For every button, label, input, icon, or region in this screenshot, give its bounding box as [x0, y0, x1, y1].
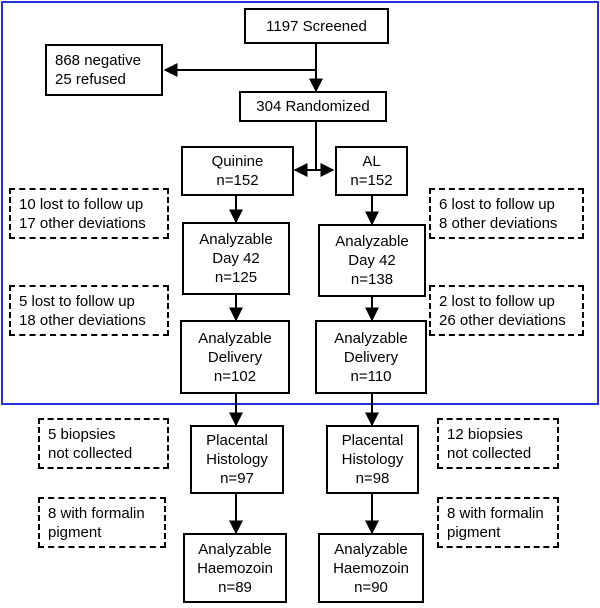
al-loss-1-line-2: 8 other deviations	[439, 214, 558, 232]
q-haemozoin-line-3: n=89	[218, 578, 252, 596]
al-haemozoin-line-2: Haemozoin	[333, 559, 409, 577]
excluded-line-2: 25 refused	[55, 71, 126, 88]
q-day42-line-2: Day 42	[212, 250, 260, 267]
q-loss-1-line-1: 10 lost to follow up	[19, 195, 144, 213]
q-histology-line-2: Histology	[206, 451, 268, 468]
screened-box: 1197 Screened	[244, 8, 389, 44]
al-day42-line-2: Day 42	[348, 252, 396, 269]
al-haemozoin-line-3: n=90	[354, 578, 388, 596]
al-box: AL n=152	[335, 146, 408, 196]
al-histology-line-2: Histology	[341, 451, 404, 468]
q-loss-1-line-2: 17 other deviations	[19, 214, 146, 232]
quinine-line-1: Quinine	[211, 153, 264, 170]
q-biopsy-line-2: not collected	[48, 444, 133, 462]
al-pigment-line-1: 8 with formalin	[447, 504, 544, 522]
al-delivery-line-1: Analyzable	[334, 329, 408, 347]
q-loss-2-line-1: 5 lost to follow up	[19, 292, 135, 310]
q-histology-line-3: n=97	[220, 470, 254, 487]
quinine-line-2: n=152	[216, 172, 259, 189]
screened-line-1: 1197 Screened	[266, 17, 367, 35]
q-pigment-line-1: 8 with formalin	[48, 504, 145, 522]
al-line-2: n=152	[350, 172, 393, 189]
al-biopsy-line-2: not collected	[447, 444, 532, 462]
q-delivery-line-2: Delivery	[207, 348, 263, 366]
q-haemozoin-line-1: Analyzable	[198, 540, 272, 558]
q-day42-line-3: n=125	[214, 269, 258, 286]
q-pigment-line-2: pigment	[48, 523, 102, 541]
al-day42-line-1: Analyzable	[335, 233, 409, 250]
q-delivery-line-3: n=102	[213, 367, 257, 385]
al-biopsy-line-1: 12 biopsies	[447, 425, 523, 443]
q-histology-line-1: Placental	[206, 432, 268, 449]
randomized-line-1: 304 Randomized	[256, 98, 370, 115]
al-delivery-line-3: n=110	[350, 367, 392, 385]
randomized-box: 304 Randomized	[239, 91, 387, 122]
al-loss-1-line-1: 6 lost to follow up	[439, 195, 555, 213]
q-delivery-line-1: Analyzable	[198, 329, 272, 347]
al-day42-line-3: n=138	[350, 271, 394, 288]
q-haemozoin-line-2: Haemozoin	[197, 559, 273, 577]
al-delivery-line-2: Delivery	[343, 348, 399, 366]
al-histology-line-3: n=98	[355, 470, 390, 487]
q-loss-2-line-2: 18 other deviations	[19, 311, 146, 329]
al-line-1: AL	[362, 153, 381, 170]
al-pigment-line-2: pigment	[447, 523, 501, 541]
al-loss-2-line-2: 26 other deviations	[439, 311, 566, 329]
quinine-box: Quinine n=152	[181, 146, 294, 196]
q-biopsy-line-1: 5 biopsies	[48, 425, 116, 443]
al-haemozoin-line-1: Analyzable	[334, 540, 408, 558]
excluded-box: 868 negative 25 refused	[45, 44, 163, 96]
study-frame	[1, 1, 599, 405]
excluded-line-1: 868 negative	[55, 52, 141, 69]
q-day42-line-1: Analyzable	[199, 231, 273, 248]
al-loss-2-line-1: 2 lost to follow up	[439, 292, 555, 310]
al-histology-line-1: Placental	[341, 432, 404, 449]
